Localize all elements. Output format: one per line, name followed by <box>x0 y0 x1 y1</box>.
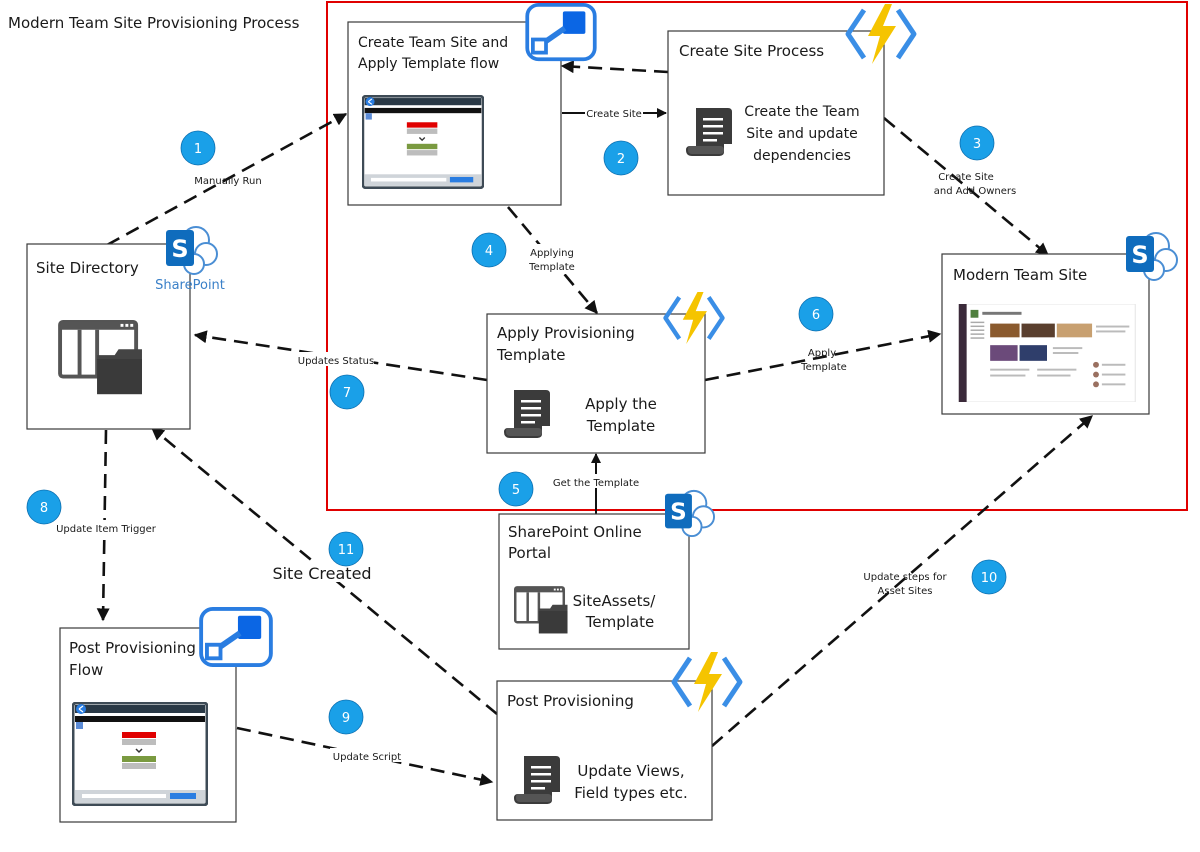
post-provisioning-body-line1: Update Views, <box>577 762 684 780</box>
post-flow-title-line2: Flow <box>69 661 103 679</box>
step-badge-3: 3 <box>959 125 995 161</box>
edge-updates-status <box>193 330 488 382</box>
edge-process-to-flow <box>560 60 669 74</box>
edge-apply-template <box>704 329 942 382</box>
portal-title-line1: SharePoint Online <box>508 523 642 541</box>
team-site-thumbnail <box>958 304 1136 402</box>
post-provisioning-body-line2: Field types etc. <box>574 784 688 802</box>
edge-update-steps <box>711 415 1093 747</box>
step-badge-6: 6 <box>798 296 834 332</box>
svg-text:3: 3 <box>973 137 981 152</box>
svg-text:5: 5 <box>512 483 520 498</box>
step-badge-5: 5 <box>498 471 534 507</box>
label-get-template: Get the Template <box>553 478 639 489</box>
step-badge-11: 11 <box>328 531 364 567</box>
power-automate-icon <box>201 609 271 665</box>
step-badge-2: 2 <box>603 140 639 176</box>
apply-template-body-line1: Apply the <box>585 395 657 413</box>
modern-team-site-title: Modern Team Site <box>953 266 1087 284</box>
node-create-site-process: Create Site Process Create the Team Site… <box>667 30 885 196</box>
label-create-site: Create Site <box>586 109 642 120</box>
edge-create-site-add-owners <box>883 117 1049 256</box>
label-update-steps-2: Asset Sites <box>878 586 933 597</box>
sharepoint-brand-label: SharePoint <box>155 278 225 293</box>
label-applying-template-1: Applying <box>530 248 574 259</box>
apply-template-title-line2: Template <box>496 346 565 364</box>
label-create-site-add-owners-2: and Add Owners <box>934 186 1016 197</box>
flow-screen-icon <box>362 95 484 189</box>
power-automate-icon <box>527 5 595 59</box>
step-badge-9: 9 <box>328 699 364 735</box>
create-flow-title-line1: Create Team Site and <box>358 35 508 51</box>
create-site-process-body-line1: Create the Team <box>744 104 859 120</box>
svg-text:4: 4 <box>485 244 493 259</box>
apply-template-title-line1: Apply Provisioning <box>497 324 635 342</box>
step-badges: 1 2 3 4 5 6 7 8 9 10 11 <box>26 125 1007 735</box>
svg-text:10: 10 <box>981 571 998 586</box>
create-site-process-title: Create Site Process <box>679 42 824 60</box>
node-modern-team-site: Modern Team Site <box>941 253 1150 415</box>
label-applying-template-2: Template <box>528 262 575 273</box>
step-badge-4: 4 <box>471 232 507 268</box>
node-sharepoint-portal: SharePoint Online Portal SiteAssets/ Tem… <box>498 513 690 650</box>
portal-body-line1: SiteAssets/ <box>573 592 657 610</box>
svg-text:7: 7 <box>343 386 351 401</box>
flow-screen-icon <box>72 702 208 806</box>
edge-manually-run <box>106 112 348 247</box>
label-updates-status: Updates Status <box>298 356 374 367</box>
step-badge-7: 7 <box>329 374 365 410</box>
create-site-process-body-line2: Site and update <box>746 126 857 142</box>
step-badge-10: 10 <box>971 559 1007 595</box>
label-apply-template-2: Template <box>800 362 847 373</box>
portal-title-line2: Portal <box>508 544 551 562</box>
node-create-flow: Create Team Site and Apply Template flow <box>347 21 562 206</box>
site-directory-title: Site Directory <box>36 259 139 277</box>
svg-text:9: 9 <box>342 711 350 726</box>
step-badge-8: 8 <box>26 489 62 525</box>
apply-template-body-line2: Template <box>586 417 655 435</box>
svg-text:11: 11 <box>338 543 355 558</box>
post-flow-title-line1: Post Provisioning <box>69 639 196 657</box>
svg-text:8: 8 <box>40 501 48 516</box>
portal-body-line2: Template <box>585 613 654 631</box>
label-update-steps-1: Update steps for <box>863 572 947 583</box>
label-site-created: Site Created <box>272 564 371 583</box>
label-manually-run: Manually Run <box>194 176 261 187</box>
svg-text:6: 6 <box>812 308 820 323</box>
node-post-provisioning: Post Provisioning Update Views, Field ty… <box>496 680 713 821</box>
node-site-directory: Site Directory <box>26 243 191 430</box>
step-badge-1: 1 <box>180 130 216 166</box>
automation-boundary <box>326 1 1188 511</box>
label-update-item-trigger: Update Item Trigger <box>56 524 157 535</box>
node-apply-provisioning-template: Apply Provisioning Template Apply the Te… <box>486 313 706 454</box>
label-update-script: Update Script <box>333 752 401 763</box>
svg-text:2: 2 <box>617 152 625 167</box>
label-apply-template-1: Apply <box>808 348 836 359</box>
create-flow-title-line2: Apply Template flow <box>358 56 499 72</box>
edge-labels: Manually Run Create Site Create Site and… <box>54 105 1016 763</box>
create-site-process-body-line3: dependencies <box>753 148 851 164</box>
post-provisioning-title: Post Provisioning <box>507 692 634 710</box>
page-title: Modern Team Site Provisioning Process <box>8 14 300 32</box>
svg-text:1: 1 <box>194 142 202 157</box>
label-create-site-add-owners-1: Create Site <box>938 172 994 183</box>
